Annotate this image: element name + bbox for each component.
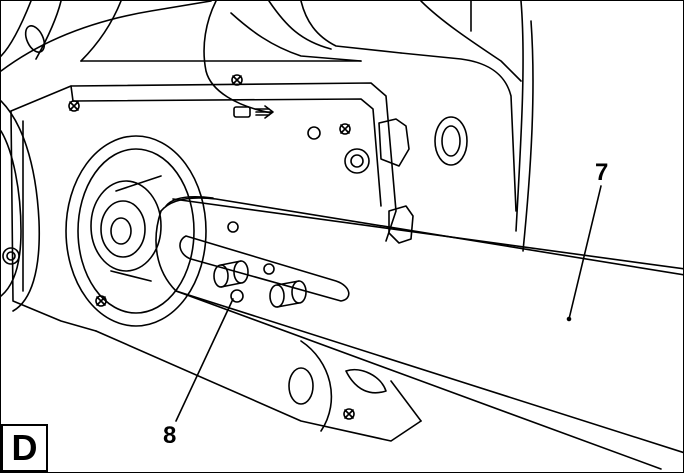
callout-7: 7 <box>595 159 609 186</box>
housing-details <box>378 116 468 244</box>
engine-housing <box>1 1 534 252</box>
panel-label: D <box>11 427 38 468</box>
leader-line-8 <box>175 298 234 422</box>
sprocket-drum <box>65 135 207 327</box>
guide-bar <box>155 195 683 470</box>
panel-label-box: D <box>1 424 48 472</box>
callout-8: 8 <box>163 422 177 449</box>
lower-housing <box>95 330 422 442</box>
leader-line-7 <box>568 185 602 320</box>
side-plate <box>10 82 397 332</box>
left-guard <box>1 100 41 312</box>
leader-dot-7 <box>566 316 572 322</box>
bar-studs <box>213 260 307 308</box>
